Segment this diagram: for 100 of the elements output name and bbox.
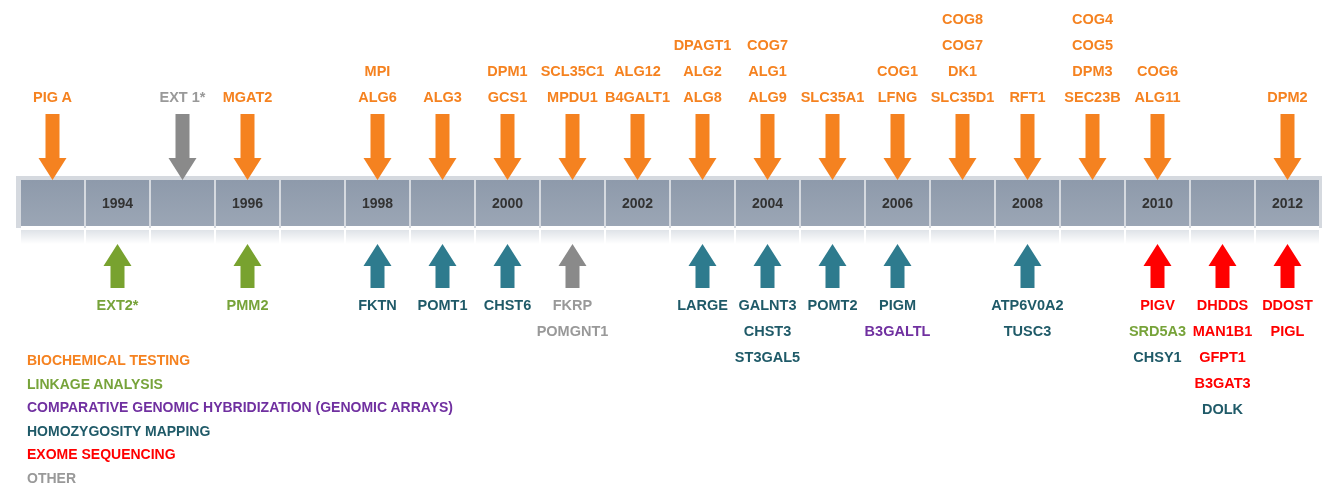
arrow [1273,244,1302,288]
gene-label: PMM2 [226,292,269,318]
gene-label: DK1 [947,62,978,81]
legend-text: BIOCHEMICAL TESTING [27,352,191,368]
gene-label: EXT 1* [159,84,206,110]
gene-label: CHST6 [483,292,532,318]
timeline-cell [541,180,604,244]
arrow [1078,114,1107,180]
legend-text: COMPARATIVE GENOMIC HYBRIDIZATION (GENOMIC ARRAYS) [27,399,453,415]
gene-label: GALNT3 [737,296,798,315]
gene-label: MPDU1 [546,88,599,107]
gene-label: PIGL [1269,322,1306,341]
gene-label: SLC35D1 [930,88,995,107]
gene-label: ST3GAL5 [734,348,801,367]
arrow [688,244,717,288]
gene-label: ALG11 [1134,88,1181,107]
arrow [363,114,392,180]
gene-label: COG7 [940,36,985,55]
gene-label: COG8 [940,10,985,29]
gene-label: ALG2 [682,62,723,81]
arrow [103,244,132,288]
year-cell: 2006 [866,180,929,244]
gene-label: COG4 [1070,10,1115,29]
gene-label: POMT2 [807,292,858,318]
timeline-cell [801,180,864,244]
arrow [558,244,587,288]
gene-label: COG5 [1070,36,1115,55]
gene-label: B3GALTL [864,322,931,341]
gene-label: GCS1 [487,88,528,107]
arrow [233,244,262,288]
arrow [883,244,912,288]
arrow [1013,114,1042,180]
arrow [1143,114,1172,180]
gene-label: DPM2 [1267,84,1308,110]
year-cell: 1998 [346,180,409,244]
year-cell: 2012 [1256,180,1319,244]
legend-text: OTHER [27,469,76,486]
arrow [428,244,457,288]
gene-label: TUSC3 [1002,322,1053,341]
gene-label: ALG8 [682,88,723,107]
year-cell: 2002 [606,180,669,244]
year-cell: 2000 [476,180,539,244]
gene-label: ALG9 [747,88,788,107]
arrow [558,114,587,180]
arrow [1273,114,1302,180]
arrow [948,114,977,180]
gene-label: PIGM [877,296,918,315]
arrow [1143,244,1172,288]
gene-label: DPM1 [487,62,528,81]
timeline-cell [151,180,214,244]
arrow [1208,244,1237,288]
arrow [168,114,197,180]
gene-label: B4GALT1 [605,88,670,107]
arrow [753,244,782,288]
timeline-band [16,176,1322,246]
timeline-cell [21,180,84,244]
year-cell: 1996 [216,180,279,244]
arrow [493,244,522,288]
timeline-cell [1061,180,1124,244]
gene-label: CHST3 [742,322,793,341]
gene-label: CHSY1 [1132,348,1183,367]
gene-label: COG7 [746,36,789,55]
gene-label: MAN1B1 [1192,322,1253,341]
gene-label: ALG1 [747,62,788,81]
gene-label: SEC23B [1064,88,1121,107]
timeline-cell [931,180,994,244]
year-cell: 2008 [996,180,1059,244]
arrow [623,114,652,180]
timeline-cell [1191,180,1254,244]
gene-label: MGAT2 [222,84,273,110]
gene-label: LARGE [677,292,728,318]
arrow [818,244,847,288]
arrow [688,114,717,180]
arrow [38,114,67,180]
gene-label: SRD5A3 [1128,322,1187,341]
year-cell: 2010 [1126,180,1189,244]
timeline-cell [411,180,474,244]
gene-label: LFNG [876,88,919,107]
gene-label: DOLK [1200,400,1245,419]
legend-text: HOMOZYGOSITY MAPPING [27,422,211,439]
arrow [883,114,912,180]
gene-label: EXT2* [96,292,139,318]
gene-label: ALG12 [613,62,662,81]
gene-label: GFPT1 [1198,348,1247,367]
timeline-cell [671,180,734,244]
gene-label: MPI [363,62,392,81]
gene-label: RFT1 [1009,84,1046,110]
legend-text: LINKAGE ANALYSIS [27,375,163,392]
year-cell: 1994 [86,180,149,244]
gene-label: SLC35A1 [800,84,865,110]
arrow [363,244,392,288]
gene-label: PIGV [1139,296,1176,315]
gene-label: POMGNT1 [536,322,609,341]
gene-label: DPAGT1 [673,36,732,55]
arrow [233,114,262,180]
arrow [493,114,522,180]
arrow [1013,244,1042,288]
timeline-cell [281,180,344,244]
arrow [428,114,457,180]
arrow [818,114,847,180]
